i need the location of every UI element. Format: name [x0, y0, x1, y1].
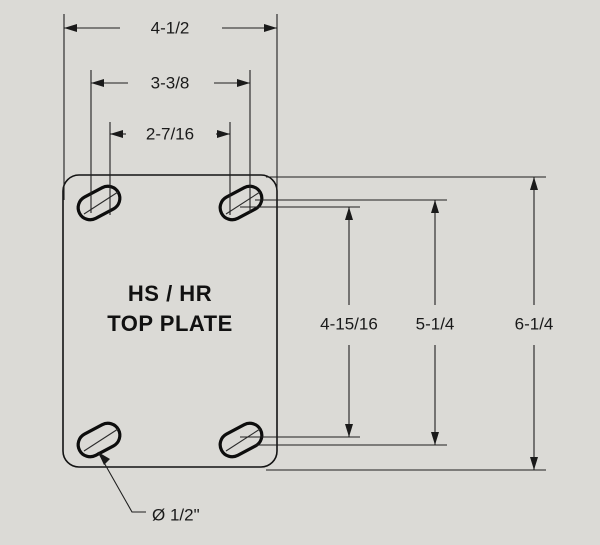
dimension-5-1-4: 5-1/4: [416, 200, 455, 445]
slot-top-right: [218, 184, 264, 222]
hole-diameter-label: Ø 1/2": [152, 505, 200, 524]
slot-bottom-left-centerline: [83, 428, 119, 452]
slot-top-left: [76, 184, 122, 222]
slot-top-left-centerline: [83, 191, 119, 215]
mounting-slot-group: [76, 184, 264, 459]
plate-title-block: HS / HR TOP PLATE: [107, 281, 233, 336]
dimension-3-3-8: 3-3/8: [91, 73, 250, 92]
plate-title-line-1: HS / HR: [128, 281, 212, 306]
plate-title-line-2: TOP PLATE: [107, 311, 233, 336]
dimension-4-15-16: 4-15/16: [320, 207, 378, 437]
dimension-label-6-1-4: 6-1/4: [515, 314, 554, 333]
dimension-label-3-3-8: 3-3/8: [151, 73, 190, 92]
dimension-label-5-1-4: 5-1/4: [416, 314, 455, 333]
dimension-label-4-1-2: 4-1/2: [151, 18, 190, 37]
slot-bottom-right: [218, 421, 264, 459]
hole-diameter-callout: Ø 1/2": [97, 451, 200, 524]
vertical-extension-lines: [240, 176, 546, 471]
dimension-6-1-4: 6-1/4: [515, 177, 554, 470]
horizontal-extension-lines: [63, 14, 278, 215]
slot-bottom-left: [76, 421, 122, 459]
dimension-label-4-15-16: 4-15/16: [320, 314, 378, 333]
dimension-2-7-16: 2-7/16: [110, 124, 230, 143]
slot-top-right-centerline: [225, 191, 261, 215]
dimension-4-1-2: 4-1/2: [64, 18, 277, 37]
dimension-label-2-7-16: 2-7/16: [146, 124, 194, 143]
slot-bottom-right-centerline: [225, 428, 261, 452]
